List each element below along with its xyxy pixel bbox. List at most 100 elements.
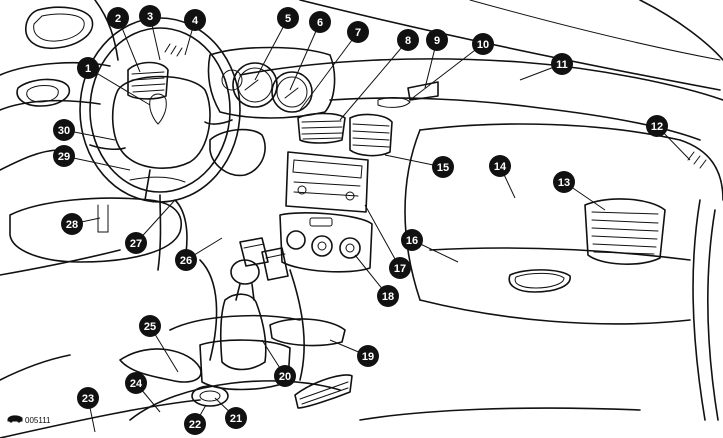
callout-number-6: 6 [317,17,323,29]
callout-7: 7 [347,21,369,43]
callout-number-22: 22 [189,419,201,431]
windshield-lines [94,0,723,91]
center-vents [297,112,393,157]
callout-18: 18 [377,285,399,307]
callout-24: 24 [125,372,147,394]
callout-23: 23 [77,387,99,409]
callout-badge-26 [175,249,197,271]
callout-number-16: 16 [406,235,418,247]
callout-number-14: 14 [494,161,507,173]
callout-number-23: 23 [82,393,94,405]
callout-28: 28 [61,213,83,235]
callout-number-2: 2 [115,13,121,25]
callout-badge-20 [274,365,296,387]
hazard-switch [377,81,439,108]
heater-controls [279,212,373,273]
callout-badge-27 [125,232,147,254]
leader-line-17 [364,204,401,269]
callout-number-7: 7 [355,27,361,39]
callout-badge-3 [139,5,161,27]
callout-number-17: 17 [394,263,406,275]
callout-5: 5 [277,7,299,29]
callout-number-4: 4 [192,15,199,27]
cup-holder [191,385,229,407]
lower-left-panel [9,197,182,263]
callout-number-18: 18 [382,291,394,303]
leader-line-8 [339,39,409,121]
callout-badge-1 [77,57,99,79]
callout-badge-15 [432,156,454,178]
callout-number-12: 12 [651,121,663,133]
callout-number-19: 19 [362,351,374,363]
callout-15: 15 [432,156,454,178]
callout-badge-29 [53,145,75,167]
callout-badge-23 [77,387,99,409]
callout-26: 26 [175,249,197,271]
callout-badge-24 [125,372,147,394]
callout-number-26: 26 [180,255,192,267]
callout-27: 27 [125,232,147,254]
callout-number-5: 5 [285,13,291,25]
callout-badge-2 [107,7,129,29]
floor-vent [294,374,353,409]
dashboard-body [239,58,723,325]
callout-number-13: 13 [558,177,570,189]
instrument-cluster [207,46,336,119]
callout-number-1: 1 [85,63,91,75]
callout-number-9: 9 [434,35,440,47]
callout-badge-18 [377,285,399,307]
callout-badge-19 [357,345,379,367]
callout-number-30: 30 [58,125,70,137]
callout-4: 4 [184,9,206,31]
figure-code: 005111 [7,415,51,425]
callout-3: 3 [139,5,161,27]
callout-number-21: 21 [230,413,242,425]
callout-badge-28 [61,213,83,235]
callout-6: 6 [309,11,331,33]
callout-number-20: 20 [279,371,291,383]
handbrake [119,348,202,383]
callout-20: 20 [274,365,296,387]
callout-badge-25 [139,315,161,337]
callout-11: 11 [551,53,573,75]
callout-badge-9 [426,29,448,51]
leader-line-7 [299,31,359,111]
callout-badge-8 [397,29,419,51]
callout-badge-10 [472,33,494,55]
callout-badge-12 [646,115,668,137]
callout-30: 30 [53,119,75,141]
callout-22: 22 [184,413,206,435]
callout-number-8: 8 [405,35,411,47]
steering-wheel [79,17,241,203]
callout-badge-4 [184,9,206,31]
callout-badge-11 [551,53,573,75]
callout-badge-6 [309,11,331,33]
callout-13: 13 [553,171,575,193]
callout-8: 8 [397,29,419,51]
callout-badge-5 [277,7,299,29]
callout-19: 19 [357,345,379,367]
callout-number-3: 3 [147,11,153,23]
figure-code-text: 005111 [25,416,51,425]
callout-number-15: 15 [437,162,449,174]
pedals [239,237,289,281]
floor-lines [0,399,641,438]
leader-line-29 [63,155,131,171]
callout-number-11: 11 [556,59,568,71]
callout-9: 9 [426,29,448,51]
callout-29: 29 [53,145,75,167]
callout-21: 21 [225,407,247,429]
callout-badge-17 [389,257,411,279]
callout-number-29: 29 [58,151,70,163]
callout-badge-21 [225,407,247,429]
console-tray [269,318,346,347]
callout-number-27: 27 [130,238,142,250]
leader-line-1 [87,67,151,106]
callout-1: 1 [77,57,99,79]
callout-17: 17 [389,257,411,279]
callout-badge-16 [401,229,423,251]
a-pillar-right [692,199,719,421]
